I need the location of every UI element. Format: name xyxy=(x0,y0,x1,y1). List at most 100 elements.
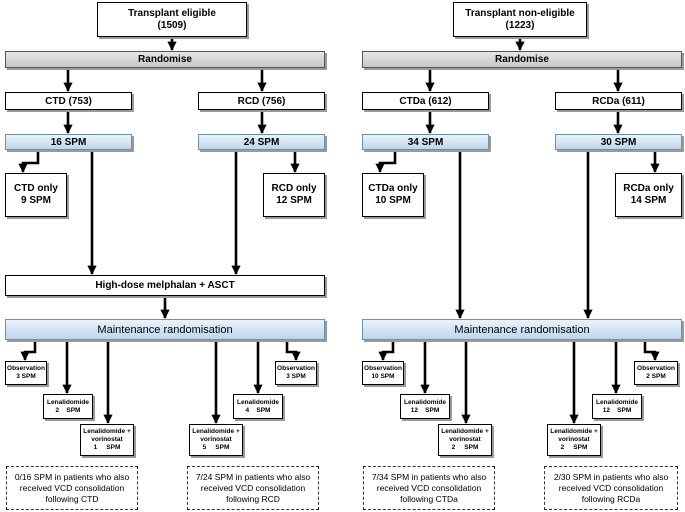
transplant-noneligible-count: (1223) xyxy=(505,19,535,31)
rcda-arm-label: RCDa (611) xyxy=(592,95,645,107)
lenalidomide-spm: 4 SPM xyxy=(245,406,271,414)
len-vorinostat-spm: 2 SPM xyxy=(451,444,479,451)
rcda-only-box: RCDa only 14 SPM xyxy=(615,173,682,217)
len-vorinostat-box-2: Lenalidomide + vorinostat 5 SPM xyxy=(189,424,243,456)
lenalidomide-box-1: Lenalidomide 2 SPM xyxy=(43,394,93,419)
len-vorinostat-box-1: Lenalidomide + vorinostat 1 SPM xyxy=(80,424,134,456)
arrow-maint-to-obs1-r xyxy=(378,340,395,361)
arrow-ctd-spm-to-only xyxy=(18,150,40,173)
ctda-arm-label: CTDa (612) xyxy=(399,95,452,107)
rcd-spm-box: 24 SPM xyxy=(198,134,325,150)
rcd-only-box: RCD only 12 SPM xyxy=(263,173,325,217)
ctda-only-spm: 10 SPM xyxy=(375,195,411,206)
note-rcd-consolidation: 7/24 SPM in patients who also received V… xyxy=(187,466,319,510)
rcd-arm-label: RCD (756) xyxy=(237,95,286,107)
rcda-spm-box: 30 SPM xyxy=(555,134,682,150)
randomise-bar-left: Randomise xyxy=(5,51,325,68)
lenalidomide-title: Lenalidomide xyxy=(404,398,446,406)
transplant-noneligible-title: Transplant non-eligible xyxy=(465,7,575,19)
len-vorinostat-spm: 5 SPM xyxy=(202,444,230,451)
rcda-spm-label: 30 SPM xyxy=(600,136,637,148)
rcda-arm-box: RCDa (611) xyxy=(555,92,682,110)
lenalidomide-spm: 12 SPM xyxy=(602,406,632,414)
len-vorinostat-title: Lenalidomide + xyxy=(83,428,131,435)
note-ctd-text: 0/16 SPM in patients who also received V… xyxy=(14,471,130,504)
arrow-ctda-spm-to-only xyxy=(375,150,397,173)
observation-title: Observation xyxy=(277,365,315,372)
asct-label: High-dose melphalan + ASCT xyxy=(95,280,235,291)
lenalidomide-box-3: Lenalidomide 12 SPM xyxy=(400,394,450,419)
arrow-maint-to-obs2 xyxy=(285,340,301,361)
observation-title: Observation xyxy=(637,365,675,372)
observation-box-3: Observation 10 SPM xyxy=(362,361,404,385)
observation-box-1: Observation 3 SPM xyxy=(5,361,47,385)
arrow-maint-to-obs1 xyxy=(20,340,37,361)
len-vorinostat-title: Lenalidomide + xyxy=(441,428,489,435)
ctd-spm-label: 16 SPM xyxy=(50,136,87,148)
note-rcda-text: 2/30 SPM in patients who also received V… xyxy=(553,471,669,504)
observation-spm: 3 SPM xyxy=(286,373,306,380)
rcda-only-spm: 14 SPM xyxy=(630,195,667,206)
observation-box-4: Observation 2 SPM xyxy=(634,361,678,385)
randomise-bar-right: Randomise xyxy=(362,51,682,68)
randomise-label: Randomise xyxy=(138,54,192,65)
rcd-only-title: RCD only xyxy=(271,183,317,194)
ctda-spm-label: 34 SPM xyxy=(407,136,444,148)
ctda-only-title: CTDa only xyxy=(368,183,418,194)
observation-box-2: Observation 3 SPM xyxy=(275,361,317,385)
len-vorinostat-sub: vorinostat xyxy=(558,436,590,443)
len-vorinostat-box-4: Lenalidomide + vorinostat 2 SPM xyxy=(547,424,601,456)
observation-spm: 10 SPM xyxy=(371,373,395,380)
lenalidomide-box-4: Lenalidomide 12 SPM xyxy=(592,394,642,419)
rcd-only-spm: 12 SPM xyxy=(276,195,312,206)
lenalidomide-title: Lenalidomide xyxy=(237,398,279,406)
ctd-only-title: CTD only xyxy=(14,183,58,194)
len-vorinostat-title: Lenalidomide + xyxy=(192,428,240,435)
observation-spm: 2 SPM xyxy=(646,373,666,380)
len-vorinostat-spm: 2 SPM xyxy=(560,444,588,451)
observation-title: Observation xyxy=(7,365,45,372)
lenalidomide-spm: 12 SPM xyxy=(410,406,440,414)
len-vorinostat-box-3: Lenalidomide + vorinostat 2 SPM xyxy=(438,424,492,456)
len-vorinostat-sub: vorinostat xyxy=(91,436,123,443)
ctda-only-box: CTDa only 10 SPM xyxy=(362,173,424,217)
observation-spm: 3 SPM xyxy=(16,373,36,380)
transplant-noneligible-box: Transplant non-eligible (1223) xyxy=(453,2,587,37)
ctda-spm-box: 34 SPM xyxy=(362,134,489,150)
rcd-spm-label: 24 SPM xyxy=(243,136,280,148)
transplant-eligible-box: Transplant eligible (1509) xyxy=(97,2,247,37)
ctd-spm-box: 16 SPM xyxy=(5,134,132,150)
randomise-label: Randomise xyxy=(495,54,549,65)
note-ctda-consolidation: 7/34 SPM in patients who also received V… xyxy=(363,466,495,510)
rcda-only-title: RCDa only xyxy=(623,183,674,194)
len-vorinostat-sub: vorinostat xyxy=(200,436,232,443)
transplant-eligible-title: Transplant eligible xyxy=(128,7,216,19)
len-vorinostat-title: Lenalidomide + xyxy=(550,428,598,435)
transplant-eligible-count: (1509) xyxy=(157,19,187,31)
note-ctd-consolidation: 0/16 SPM in patients who also received V… xyxy=(6,466,138,510)
asct-box: High-dose melphalan + ASCT xyxy=(5,275,325,296)
maintenance-label: Maintenance randomisation xyxy=(97,323,233,336)
ctd-arm-label: CTD (753) xyxy=(45,95,92,107)
lenalidomide-spm: 2 SPM xyxy=(55,406,81,414)
ctd-arm-box: CTD (753) xyxy=(5,92,132,110)
rcd-arm-box: RCD (756) xyxy=(198,92,325,110)
len-vorinostat-spm: 1 SPM xyxy=(93,444,121,451)
lenalidomide-title: Lenalidomide xyxy=(47,398,89,406)
maintenance-randomisation-right: Maintenance randomisation xyxy=(362,319,682,340)
maintenance-label: Maintenance randomisation xyxy=(454,323,590,336)
lenalidomide-title: Lenalidomide xyxy=(596,398,638,406)
note-rcd-text: 7/24 SPM in patients who also received V… xyxy=(195,471,311,504)
ctd-only-box: CTD only 9 SPM xyxy=(5,173,67,217)
observation-title: Observation xyxy=(364,365,402,372)
note-rcda-consolidation: 2/30 SPM in patients who also received V… xyxy=(544,466,678,510)
len-vorinostat-sub: vorinostat xyxy=(449,436,481,443)
ctd-only-spm: 9 SPM xyxy=(20,195,51,206)
note-ctda-text: 7/34 SPM in patients who also received V… xyxy=(371,471,487,504)
maintenance-randomisation-left: Maintenance randomisation xyxy=(5,319,325,340)
lenalidomide-box-2: Lenalidomide 4 SPM xyxy=(233,394,283,419)
arrow-maint-to-obs2-r xyxy=(643,340,660,361)
ctda-arm-box: CTDa (612) xyxy=(362,92,489,110)
